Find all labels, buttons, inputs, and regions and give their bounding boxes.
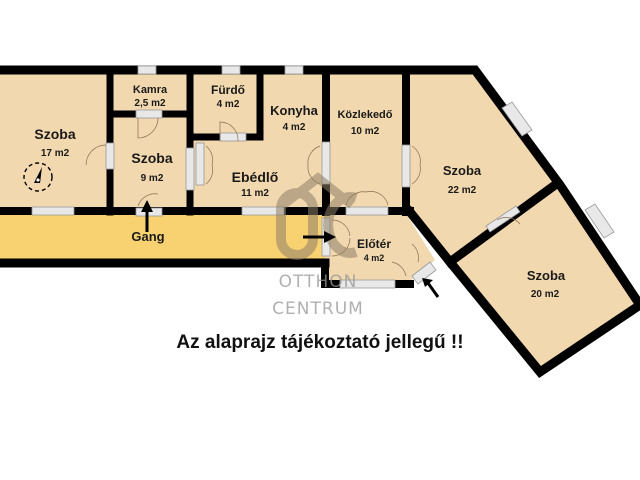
window xyxy=(221,65,241,75)
window xyxy=(135,109,163,119)
room-name: Ebédlő xyxy=(232,169,279,185)
otthon-centrum-logo xyxy=(276,172,358,260)
room-area: 20 m2 xyxy=(531,289,560,300)
room-area: 10 m2 xyxy=(351,126,380,137)
arrow-up-icon xyxy=(141,200,153,232)
room-area: 9 m2 xyxy=(141,173,164,184)
room-area: 17 m2 xyxy=(41,148,70,159)
logo-c-icon xyxy=(323,192,358,258)
room-szoba-17-floor xyxy=(0,72,110,212)
arrow-right-icon xyxy=(303,231,336,243)
floors xyxy=(0,72,640,372)
room-name: Szoba xyxy=(131,150,172,166)
door-swing xyxy=(219,121,239,142)
window xyxy=(137,65,157,75)
window xyxy=(345,206,389,216)
room-name: Szoba xyxy=(34,126,75,142)
window xyxy=(339,279,396,289)
room-szoba-22-floor xyxy=(405,72,555,262)
room-area: 4 m2 xyxy=(217,99,240,110)
compass-icon xyxy=(23,162,53,192)
gang-label: Gang xyxy=(131,229,164,244)
room-eloter-floor xyxy=(325,212,435,285)
door-swing xyxy=(411,145,421,185)
room-name: Konyha xyxy=(270,103,318,118)
arrow-up-left-icon xyxy=(422,278,440,298)
door-swing xyxy=(85,144,107,166)
room-name: Előtér xyxy=(357,237,391,251)
window xyxy=(185,147,195,191)
window xyxy=(501,101,533,137)
room-area: 4 m2 xyxy=(283,122,306,133)
room-name: Fürdő xyxy=(211,83,245,97)
room-area: 2,5 m2 xyxy=(134,98,166,109)
door-swing xyxy=(496,217,521,225)
room-area: 22 m2 xyxy=(448,185,477,196)
room-area: 11 m2 xyxy=(241,188,269,199)
door-swing xyxy=(391,243,419,277)
room-kamra-floor xyxy=(110,72,190,114)
room-labels: Szoba 17 m2 Kamra 2,5 m2 Szoba 9 m2 Fürd… xyxy=(34,83,566,300)
outer-wall-right xyxy=(403,205,640,379)
window xyxy=(584,203,615,239)
window xyxy=(485,205,521,233)
door-swing xyxy=(205,145,213,185)
wall xyxy=(321,259,344,288)
room-name: Szoba xyxy=(443,163,482,178)
window xyxy=(105,142,115,170)
watermark-otthon: OTTHON xyxy=(278,272,358,292)
window xyxy=(219,132,247,142)
room-szoba-9-floor xyxy=(110,114,190,212)
room-name: Kamra xyxy=(133,84,168,96)
window xyxy=(401,144,411,188)
door-swing xyxy=(137,117,159,139)
room-name: Szoba xyxy=(527,268,566,283)
door-swing xyxy=(137,193,159,207)
window xyxy=(195,142,205,186)
watermark-centrum: CENTRUM xyxy=(272,299,364,319)
wall xyxy=(186,68,264,141)
window xyxy=(411,261,437,285)
disclaimer-text: Az alaprajz tájékoztató jellegű !! xyxy=(176,332,464,353)
entrance-arrows xyxy=(141,200,440,298)
room-name: Közlekedő xyxy=(337,109,392,121)
window xyxy=(31,206,75,216)
gang-corridor-floor xyxy=(0,212,325,262)
window xyxy=(284,65,304,75)
logo-o-icon xyxy=(276,188,318,260)
room-area: 4 m2 xyxy=(364,253,385,263)
